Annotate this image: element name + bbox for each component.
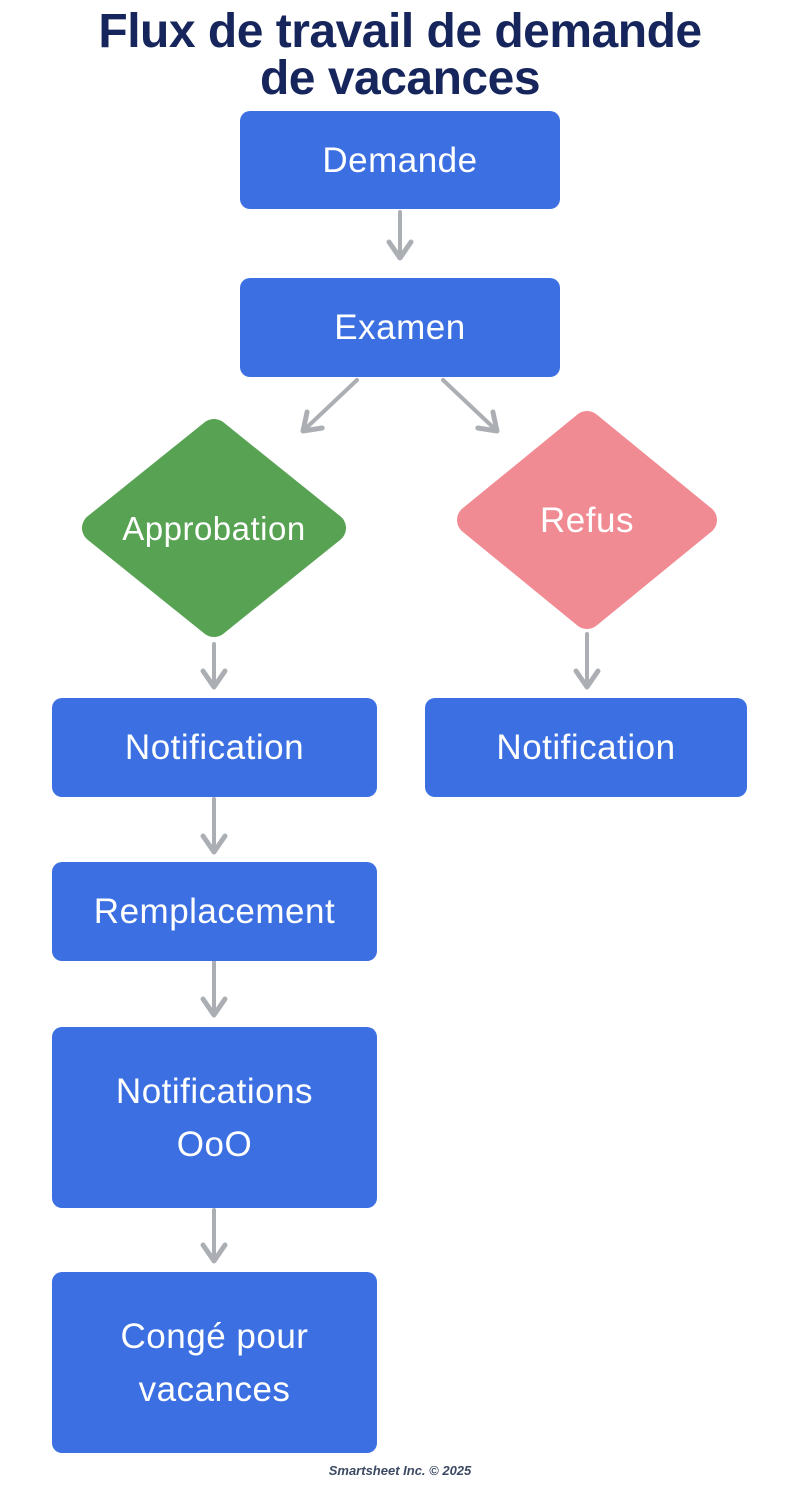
node-approbation-label: Approbation [122, 509, 306, 547]
node-notification-refus: Notification [425, 698, 747, 797]
node-refus-label: Refus [540, 500, 634, 540]
node-examen: Examen [240, 278, 560, 377]
node-examen-label: Examen [334, 308, 466, 347]
node-notification-refus-label: Notification [496, 728, 676, 767]
node-approbation: Approbation [82, 418, 346, 638]
node-demande: Demande [240, 111, 560, 209]
node-notifications-ooo-label: Notifications OoO [115, 1071, 314, 1164]
node-remplacement-label: Remplacement [93, 892, 336, 931]
page-title-line-2: de vacances [259, 52, 541, 105]
node-notification-approbation-label: Notification [124, 728, 305, 767]
node-demande-label: Demande [322, 140, 478, 180]
footer-copyright: Smartsheet Inc. © 2025 [328, 1463, 472, 1478]
node-conge-vacances-label: Congé pour vacances [120, 1316, 309, 1409]
approbation-diamond-shape [82, 419, 346, 637]
node-notifications-ooo: Notifications OoO [52, 1027, 377, 1208]
page-title-line-1: Flux de travail de demande [98, 5, 702, 58]
page-title: Flux de travail de demande de vacances [0, 5, 800, 105]
node-notification-approbation: Notification [52, 698, 377, 797]
node-conge-vacances: Congé pour vacances [52, 1272, 377, 1453]
node-remplacement: Remplacement [52, 862, 377, 961]
refus-diamond-shape [457, 411, 717, 629]
node-refus: Refus [457, 410, 717, 630]
